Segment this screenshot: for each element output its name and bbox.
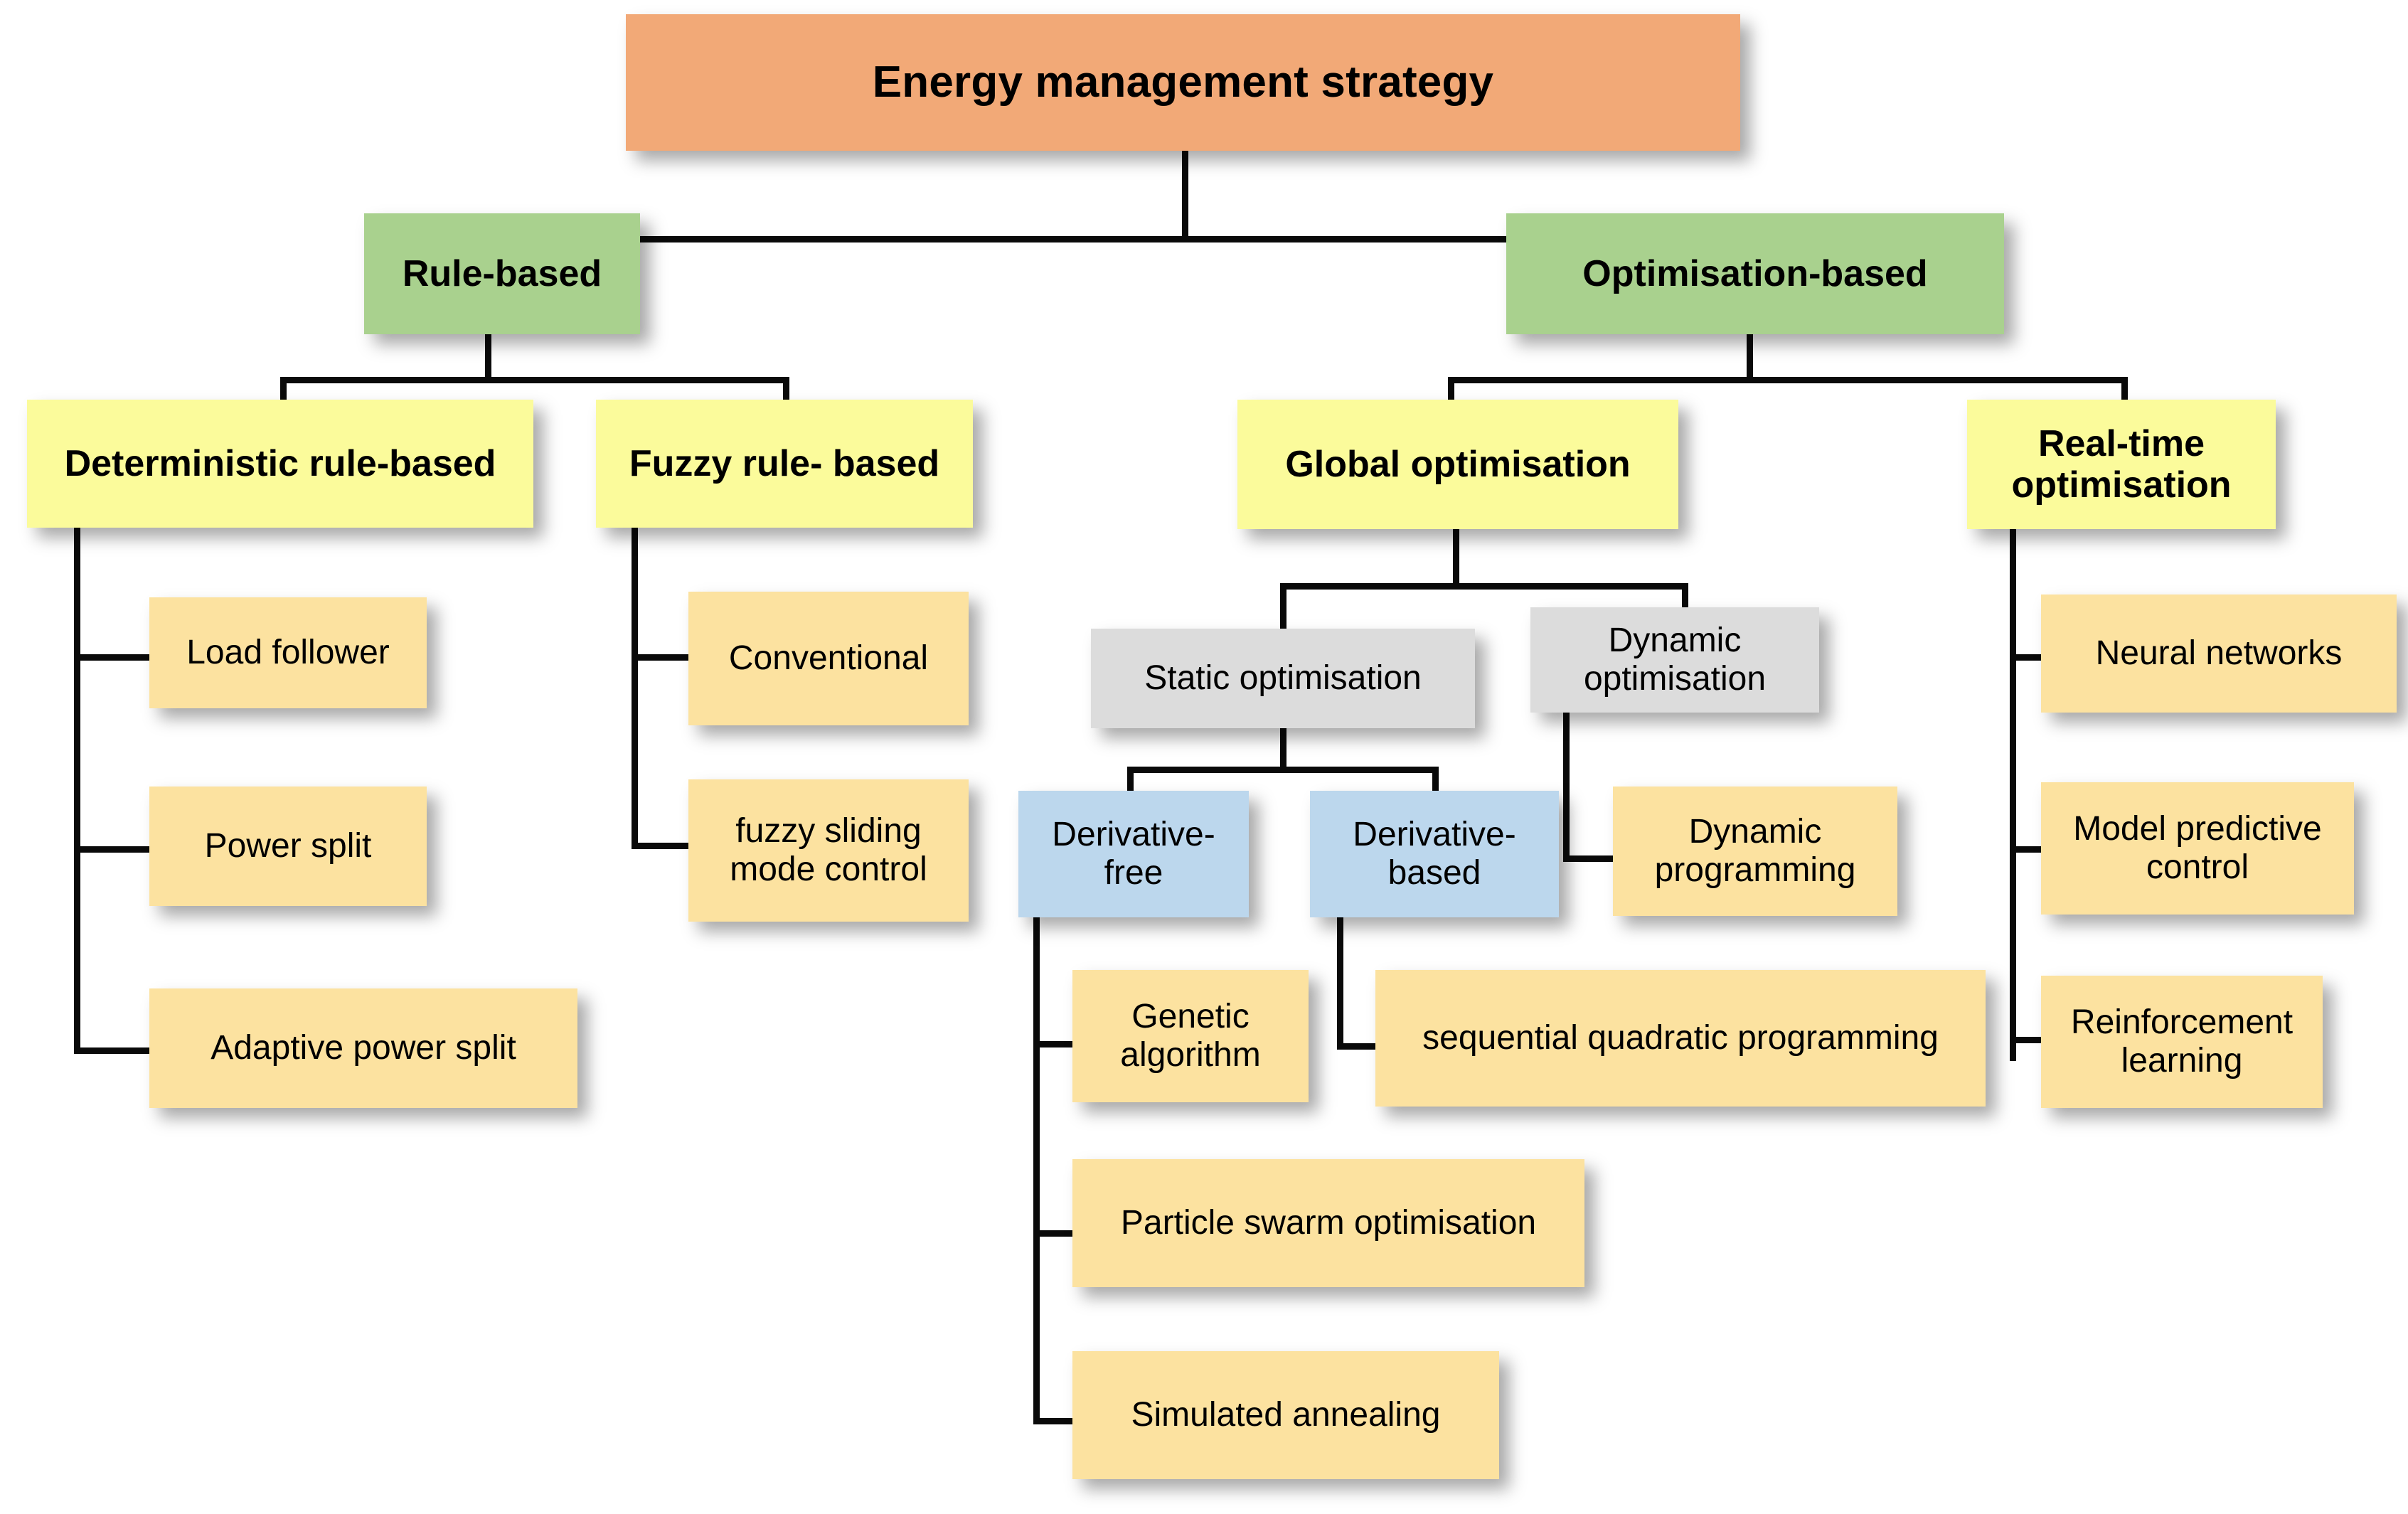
edge-static-bus: [1127, 767, 1439, 773]
leaf-model-predictive-control[interactable]: Model predictive control: [2041, 782, 2354, 915]
node-derivative-free[interactable]: Derivative- free: [1018, 791, 1249, 917]
edge-derivative-free-rail: [1033, 917, 1040, 1424]
edge-deterministic-rail: [74, 528, 80, 1054]
leaf-sequential-quadratic-programming[interactable]: sequential quadratic programming: [1375, 970, 1986, 1107]
edge-to-static-optimisation: [1280, 583, 1286, 630]
edge-static-stem: [1280, 727, 1286, 772]
leaf-reinforcement-learning[interactable]: Reinforcement learning: [2041, 976, 2323, 1108]
node-dynamic-optimisation[interactable]: Dynamic optimisation: [1530, 607, 1819, 713]
node-static-optimisation[interactable]: Static optimisation: [1091, 629, 1475, 728]
edge-fuzzy-stub-2: [632, 843, 704, 849]
edge-deterministic-stub-1: [74, 654, 156, 661]
edge-derivative-based-stub: [1337, 1043, 1405, 1050]
edge-global-stem: [1453, 529, 1459, 589]
leaf-fuzzy-sliding-mode-control[interactable]: fuzzy sliding mode control: [688, 779, 969, 922]
edge-derivative-based-rail: [1337, 917, 1343, 1050]
leaf-power-split[interactable]: Power split: [149, 787, 427, 906]
edge-to-derivative-free: [1127, 767, 1134, 794]
edge-rule-based-bus: [280, 377, 789, 383]
leaf-genetic-algorithm[interactable]: Genetic algorithm: [1072, 970, 1309, 1102]
node-fuzzy-rule-based[interactable]: Fuzzy rule- based: [596, 400, 973, 528]
edge-derivative-free-stub-1: [1033, 1041, 1102, 1047]
edge-dynamic-stub: [1563, 855, 1629, 862]
leaf-dynamic-programming[interactable]: Dynamic programming: [1613, 787, 1897, 916]
edge-deterministic-stub-3: [74, 1047, 156, 1054]
node-deterministic-rule-based[interactable]: Deterministic rule-based: [27, 400, 533, 528]
node-rule-based[interactable]: Rule-based: [364, 213, 640, 334]
node-derivative-based[interactable]: Derivative- based: [1310, 791, 1559, 917]
edge-root-stem: [1182, 151, 1188, 242]
leaf-neural-networks[interactable]: Neural networks: [2041, 595, 2397, 713]
edge-derivative-free-stub-2: [1033, 1230, 1102, 1237]
node-energy-management-strategy[interactable]: Energy management strategy: [626, 14, 1740, 151]
edge-derivative-free-stub-3: [1033, 1418, 1102, 1424]
leaf-load-follower[interactable]: Load follower: [149, 597, 427, 708]
edge-deterministic-stub-2: [74, 846, 156, 853]
edge-real-time-rail: [2010, 529, 2016, 1061]
edge-to-global-optimisation: [1448, 377, 1454, 403]
edge-optimisation-based-stem: [1747, 334, 1753, 383]
edge-root-bus: [485, 236, 1753, 242]
edge-dynamic-rail: [1563, 713, 1570, 862]
edge-global-bus: [1280, 583, 1688, 590]
edge-fuzzy-stub-1: [632, 654, 704, 661]
edge-to-fuzzy: [783, 377, 789, 403]
edge-optimisation-based-bus: [1448, 377, 2128, 383]
edge-to-dynamic-optimisation: [1682, 583, 1688, 630]
leaf-particle-swarm-optimisation[interactable]: Particle swarm optimisation: [1072, 1159, 1584, 1287]
leaf-simulated-annealing[interactable]: Simulated annealing: [1072, 1351, 1499, 1479]
node-optimisation-based[interactable]: Optimisation-based: [1506, 213, 2004, 334]
edge-rule-based-stem: [485, 334, 491, 383]
leaf-conventional[interactable]: Conventional: [688, 592, 969, 725]
edge-fuzzy-rail: [632, 528, 638, 849]
node-real-time-optimisation[interactable]: Real-time optimisation: [1967, 400, 2276, 529]
leaf-adaptive-power-split[interactable]: Adaptive power split: [149, 988, 577, 1108]
edge-to-real-time-optimisation: [2121, 377, 2128, 403]
node-global-optimisation[interactable]: Global optimisation: [1237, 400, 1678, 529]
edge-to-deterministic: [280, 377, 287, 403]
edge-to-derivative-based: [1432, 767, 1439, 794]
